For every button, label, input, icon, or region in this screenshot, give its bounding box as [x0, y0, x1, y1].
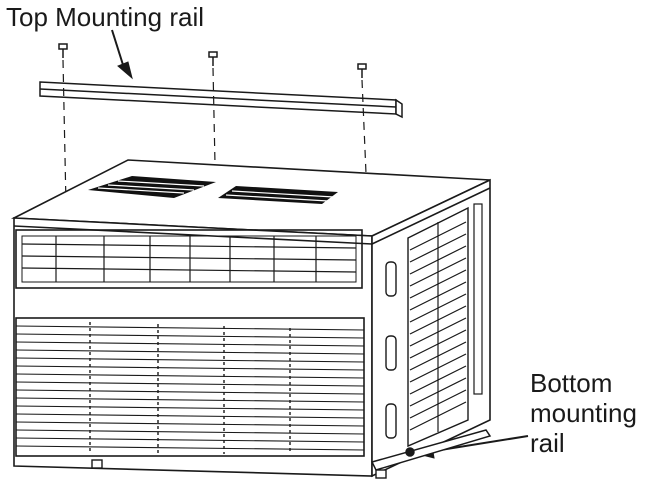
bottom-mounting-rail: [370, 429, 492, 471]
discharge-louver-panel: [15, 229, 363, 289]
top-mounting-rail: [39, 81, 403, 119]
intake-grille: [15, 317, 365, 457]
top-rail-label: Top Mounting rail: [6, 2, 204, 32]
side-handles: [385, 261, 397, 439]
bottom-rail-label-line1: Bottom: [530, 368, 612, 398]
screw-icon: [208, 51, 218, 66]
top-rail-arrow: [111, 29, 133, 80]
unit-side-face: [371, 178, 491, 478]
bottom-rail-label-line3: rail: [530, 428, 565, 458]
top-vent-right: [218, 186, 338, 204]
bottom-rail-label-line2: mounting: [530, 398, 637, 428]
screw-icon: [357, 63, 367, 78]
screw-icon: [58, 43, 68, 58]
unit-feet: [91, 459, 387, 479]
side-vent-panel: [407, 203, 483, 448]
top-vent-left: [88, 176, 216, 198]
